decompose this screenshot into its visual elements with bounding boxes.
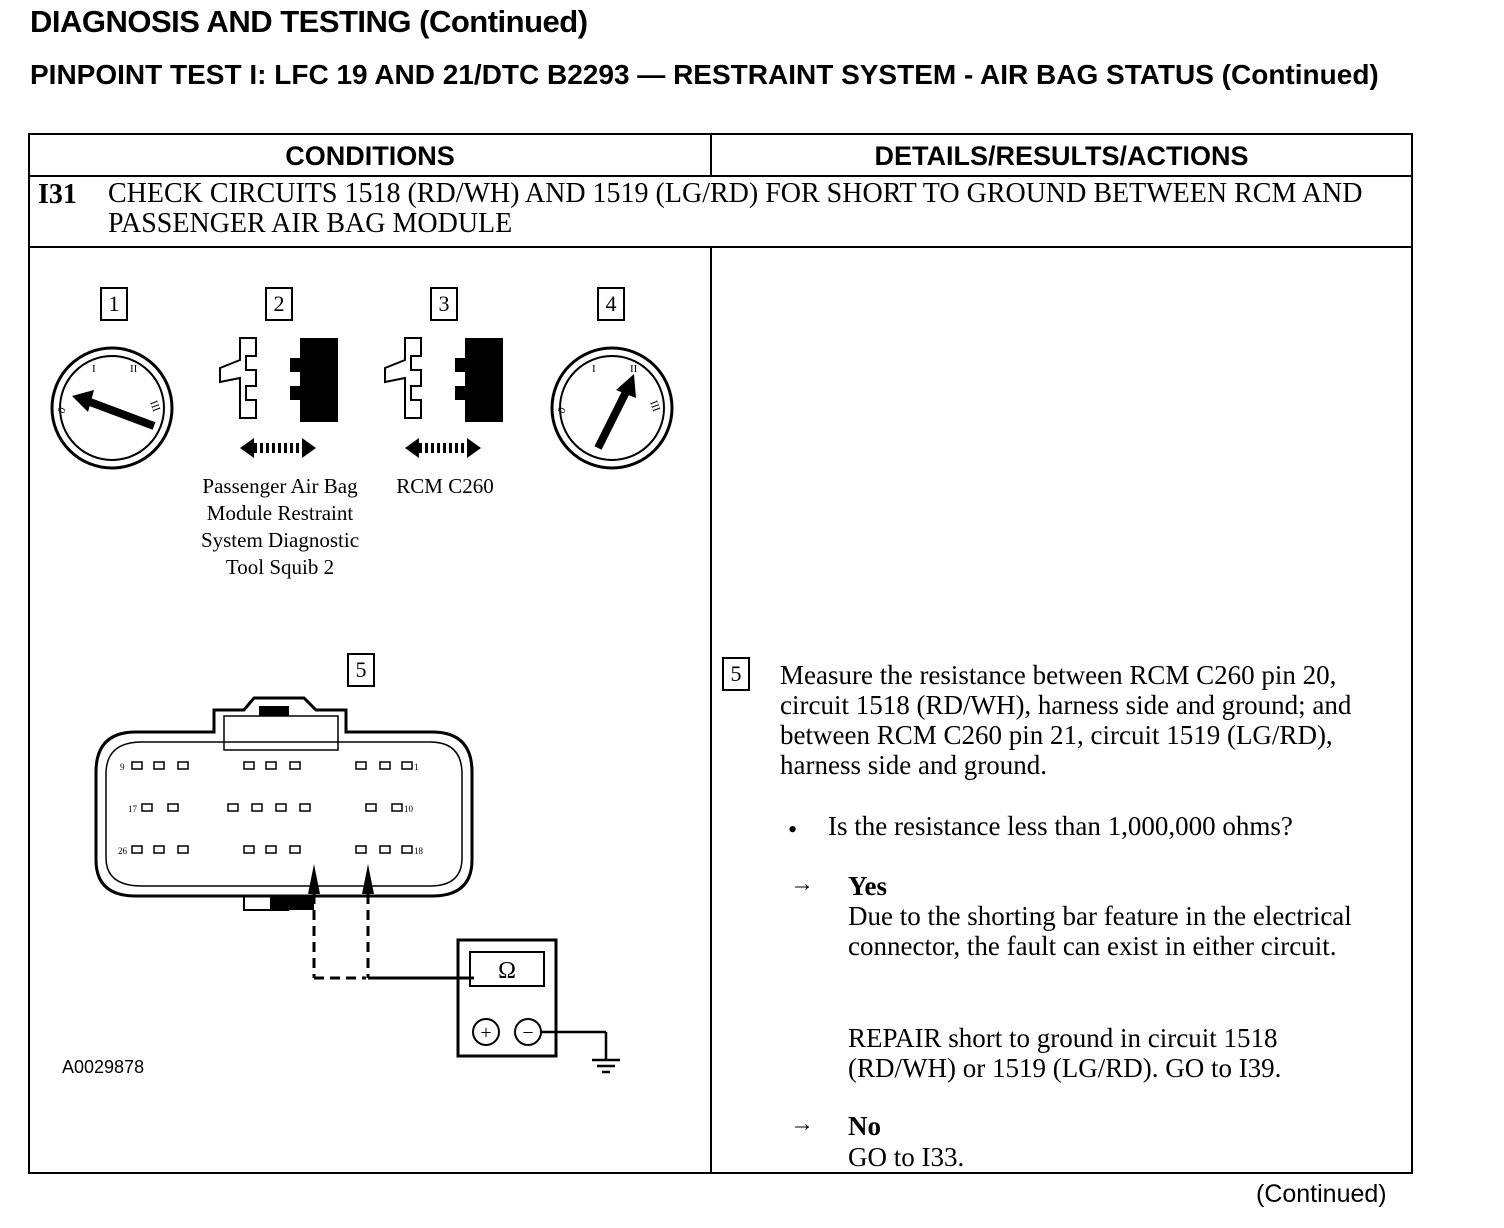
yes-explanation: Due to the shorting bar feature in the e… xyxy=(848,901,1352,961)
question-text: Is the resistance less than 1,000,000 oh… xyxy=(828,811,1293,841)
action-instruction: Measure the resistance between RCM C260 … xyxy=(780,660,1352,780)
pinpoint-test-title: PINPOINT TEST I: LFC 19 AND 21/DTC B2293… xyxy=(30,59,1379,90)
ign1-mark-1: I xyxy=(92,363,96,375)
ign1-mark-0: 0 xyxy=(56,405,69,415)
ign4-mark-2: II xyxy=(630,363,638,375)
yes-arrow-icon: → xyxy=(790,871,814,897)
callout-2: 2 xyxy=(265,287,293,321)
plus-terminal: + xyxy=(480,1022,491,1044)
callout-4: 4 xyxy=(597,287,625,321)
step-title: CHECK CIRCUITS 1518 (RD/WH) AND 1519 (LG… xyxy=(108,178,1363,239)
ign4-mark-0: 0 xyxy=(556,405,569,415)
caption-passenger-air-bag-tool: Passenger Air Bag Module Restraint Syste… xyxy=(200,474,360,579)
bullet: • xyxy=(788,815,798,844)
no-action: GO to I33. xyxy=(848,1142,965,1172)
callout-5: 5 xyxy=(347,653,375,687)
pin-label-17: 17 xyxy=(128,804,138,814)
no-arrow-icon: → xyxy=(790,1111,814,1137)
step-rule xyxy=(30,246,1411,248)
details-header: DETAILS/RESULTS/ACTIONS xyxy=(874,141,1249,171)
connector-disconnect-icon xyxy=(384,337,503,458)
no-label: No xyxy=(848,1111,881,1141)
ignition-switch-off-icon: 0 I II III xyxy=(50,346,174,470)
page-title: DIAGNOSIS AND TESTING (Continued) xyxy=(30,4,588,39)
pin-label-26: 26 xyxy=(118,846,128,856)
pinpoint-table: CONDITIONS DETAILS/RESULTS/ACTIONS I31 C… xyxy=(28,133,1413,1174)
figure-id: A0029878 xyxy=(62,1057,145,1077)
ohm-symbol: Ω xyxy=(498,958,516,984)
ignition-switch-run-icon: 0 I II III xyxy=(550,346,674,470)
step-number: I31 xyxy=(38,179,77,210)
continued-footer: (Continued) xyxy=(1256,1180,1387,1208)
column-divider xyxy=(710,248,712,1172)
callout-3: 3 xyxy=(430,287,458,321)
yes-label: Yes xyxy=(848,871,887,901)
pin-label-10: 10 xyxy=(404,804,414,814)
pin-label-1: 1 xyxy=(414,762,419,772)
ign1-mark-2: II xyxy=(130,363,138,375)
conditions-header: CONDITIONS xyxy=(285,141,455,171)
header-rule xyxy=(30,175,1411,177)
ign1-mark-3: III xyxy=(147,399,162,414)
yes-repair-action: REPAIR short to ground in circuit 1518 (… xyxy=(848,1023,1282,1083)
minus-terminal: − xyxy=(522,1022,533,1044)
detail-callout-5: 5 xyxy=(722,657,750,691)
caption-rcm-c260: RCM C260 xyxy=(396,474,494,498)
rcm-c260-connector-face: 9 1 17 10 26 18 xyxy=(94,696,474,980)
ign4-mark-1: I xyxy=(592,363,596,375)
ign4-mark-3: III xyxy=(647,399,662,414)
header-divider xyxy=(710,135,712,175)
callout-1: 1 xyxy=(100,287,128,321)
test-illustration: 0 I II III 0 I II xyxy=(50,337,674,1074)
connector-disconnect-icon xyxy=(219,337,338,458)
pin-label-9: 9 xyxy=(120,762,125,772)
ohmmeter-icon: Ω + − xyxy=(456,938,620,1074)
pin-label-18: 18 xyxy=(414,846,424,856)
